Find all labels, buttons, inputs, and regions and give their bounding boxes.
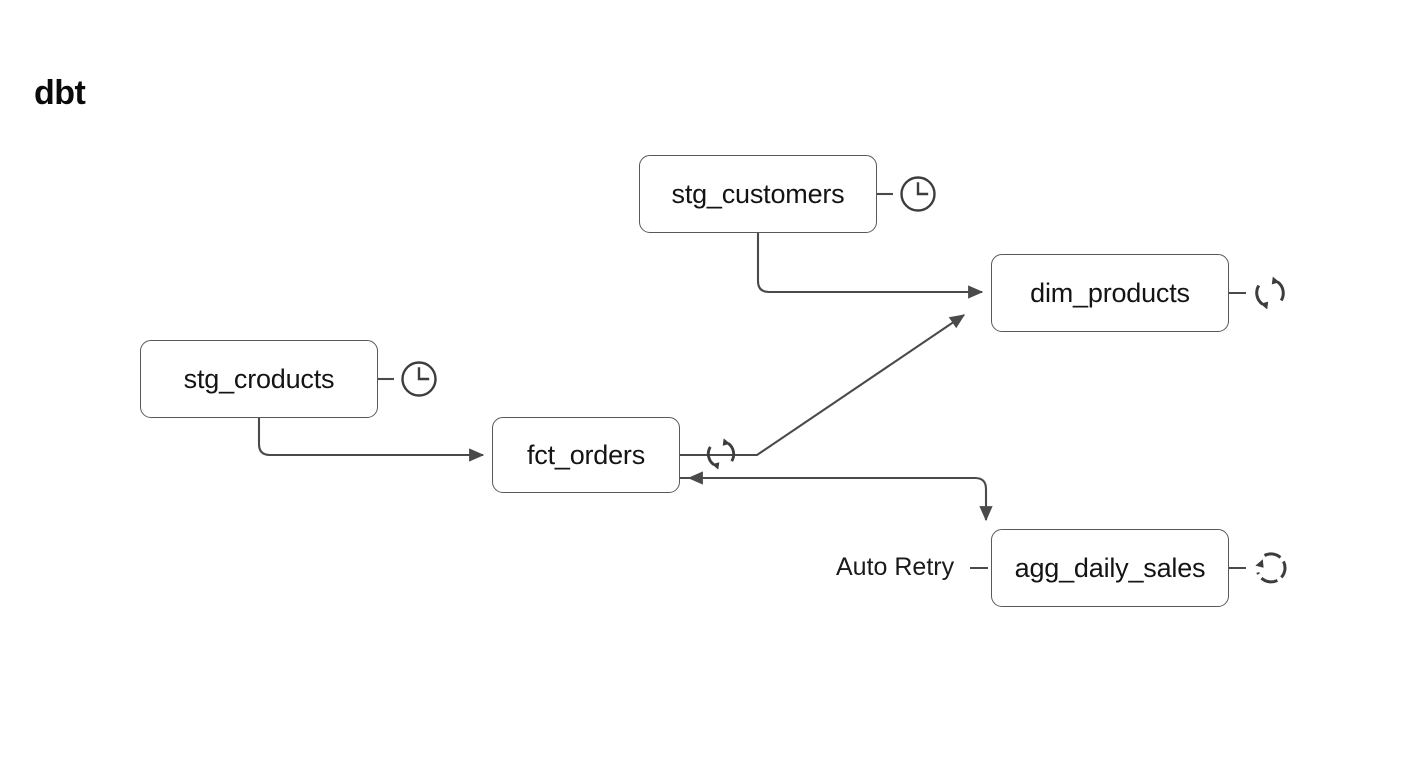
clock-icon[interactable] <box>397 357 441 401</box>
node-label: dim_products <box>1030 277 1190 308</box>
edge-fct-orders-to-agg-daily-sales <box>680 476 993 522</box>
sync-icon[interactable] <box>700 433 742 475</box>
node-dim-products[interactable]: dim_products <box>991 254 1229 332</box>
edge-label-auto-retry: Auto Retry <box>836 553 955 581</box>
clock-icon[interactable] <box>896 172 940 216</box>
sync-icon[interactable] <box>1248 271 1292 315</box>
edge-stg-croducts-to-fct-orders <box>257 418 485 462</box>
node-stg-croducts[interactable]: stg_croducts <box>140 340 378 418</box>
node-stg-customers[interactable]: stg_customers <box>639 155 877 233</box>
node-fct-orders[interactable]: fct_orders <box>492 417 680 493</box>
edge-fct-orders-to-dim-products <box>680 314 966 457</box>
edge-stg-customers-to-dim-products <box>756 233 984 299</box>
sync-icon[interactable] <box>1248 546 1292 590</box>
node-label: fct_orders <box>526 439 646 470</box>
node-label: agg_daily_sales <box>1014 552 1206 583</box>
node-label: stg_customers <box>671 178 845 209</box>
brand-logo: dbt <box>34 74 86 112</box>
node-agg-daily-sales[interactable]: agg_daily_sales <box>991 529 1229 607</box>
node-label: stg_croducts <box>183 363 335 394</box>
